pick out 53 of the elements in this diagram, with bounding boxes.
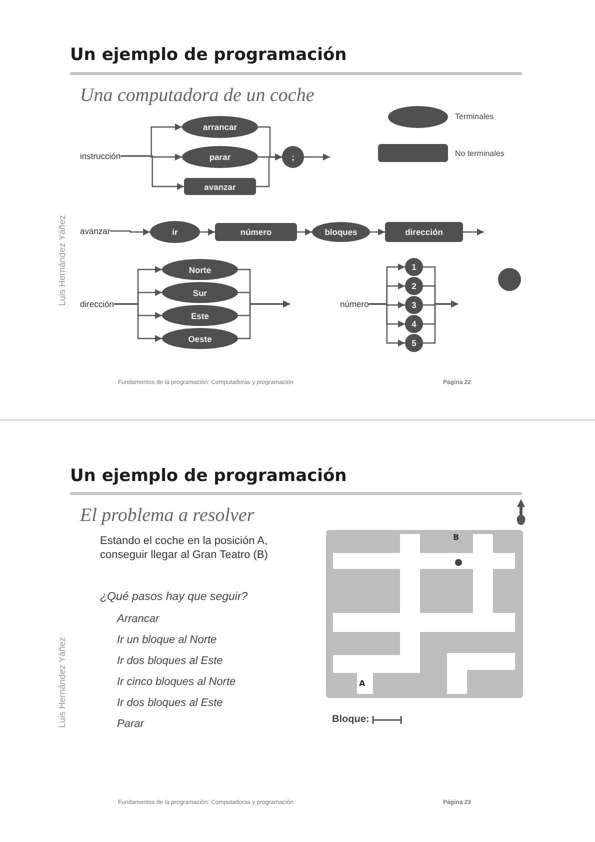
- connector-arrow: [304, 154, 330, 160]
- connector-arrow: [114, 303, 162, 342]
- nonterminal-box: dirección: [385, 222, 463, 242]
- side-text: Luis Hernández Yáñez: [57, 637, 67, 728]
- connector-arrow: [256, 154, 282, 188]
- connector-arrow: [110, 228, 150, 236]
- map-point-label: A: [359, 679, 366, 688]
- rule-name: dirección: [80, 299, 114, 309]
- terminal-circle: ;: [282, 146, 304, 168]
- slide-subtitle: El problema a resolver: [80, 505, 254, 527]
- terminal-ellipse: Oeste: [162, 328, 238, 349]
- slide-subtitle: Una computadora de un coche: [80, 85, 314, 107]
- map-point-label: B: [453, 533, 460, 542]
- legend-label: Terminales: [455, 112, 494, 121]
- connector-arrow: [463, 228, 484, 236]
- terminal-circle: [498, 268, 521, 291]
- nonterminal-box: número: [215, 223, 297, 241]
- connector-arrow: [200, 228, 215, 236]
- rule-name: número: [340, 299, 369, 309]
- terminal-ellipse: Sur: [162, 282, 238, 303]
- connector-arrow: [120, 155, 184, 190]
- terminal-ellipse: ir: [150, 221, 200, 243]
- terminal-ellipse: Norte: [162, 259, 238, 280]
- problem-text: Estando el coche en la posición A, conseguir llegar al Gran Teatro (B): [100, 534, 269, 562]
- step-text: Parar: [117, 718, 144, 730]
- terminal-circle: 1: [405, 258, 423, 276]
- connector-arrow: [423, 300, 458, 344]
- connector-arrow: [370, 228, 385, 236]
- step-text: Ir dos bloques al Este: [117, 655, 223, 667]
- side-text: Luis Hernández Yáñez: [57, 215, 67, 306]
- terminal-circle: 4: [405, 315, 423, 333]
- scale-label: Bloque:: [332, 714, 370, 725]
- connector-arrow: [297, 228, 312, 236]
- terminal-ellipse: parar: [182, 146, 258, 168]
- step-text: Ir dos bloques al Este: [117, 697, 223, 709]
- terminal-ellipse: arrancar: [182, 116, 258, 138]
- nonterminal-box: avanzar: [184, 178, 256, 195]
- terminal-circle: 2: [405, 277, 423, 295]
- step-text: Ir cinco bloques al Norte: [117, 676, 236, 688]
- connector-arrow: [368, 303, 405, 346]
- terminal-circle: 5: [405, 334, 423, 352]
- terminal-ellipse: bloques: [312, 222, 370, 242]
- rule-name: avanzar: [80, 226, 110, 236]
- question-text: ¿Qué pasos hay que seguir?: [100, 591, 248, 603]
- terminal-circle: 3: [405, 296, 423, 314]
- rule-name: instrucción: [80, 151, 121, 161]
- connector-arrow: [238, 300, 290, 340]
- step-text: Ir un bloque al Norte: [117, 634, 217, 646]
- slide-title: Un ejemplo de programación: [70, 45, 347, 65]
- slide-title: Un ejemplo de programación: [70, 466, 347, 486]
- terminal-ellipse: Este: [162, 305, 238, 326]
- legend-label: No terminales: [455, 149, 504, 158]
- step-text: Arrancar: [117, 613, 160, 625]
